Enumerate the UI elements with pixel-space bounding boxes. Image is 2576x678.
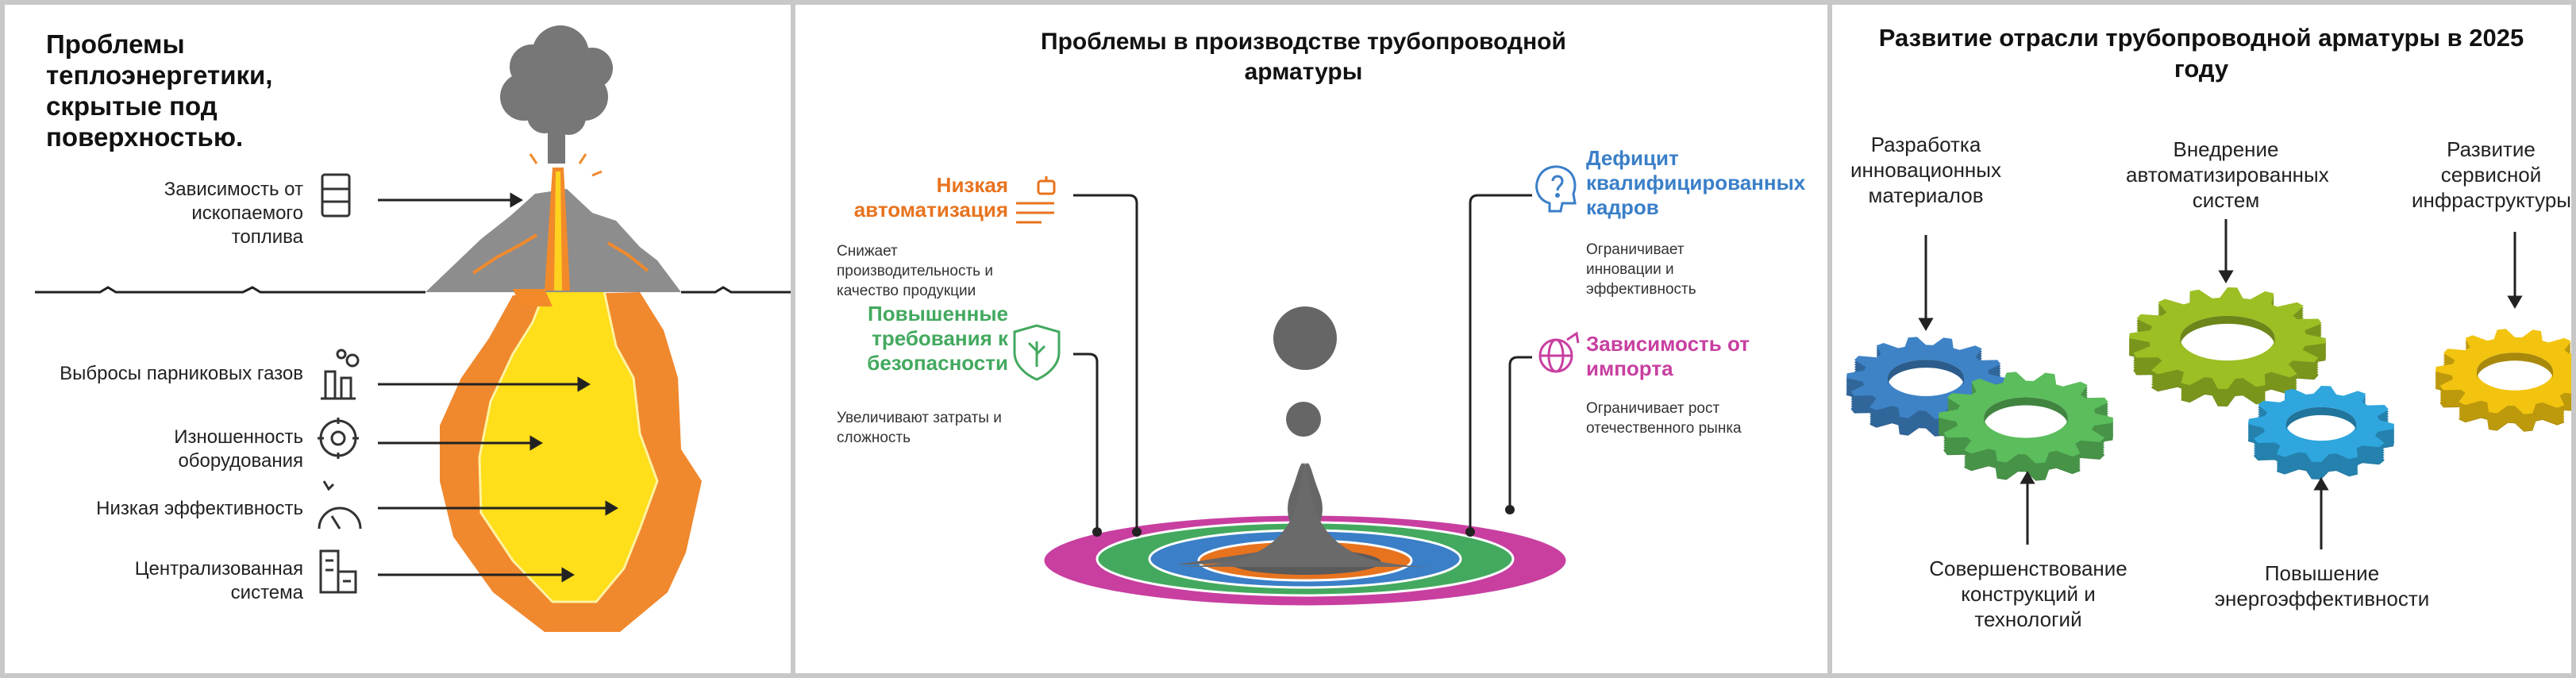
- ripple-illustration: [1013, 165, 1580, 608]
- issue-import-title: Зависимость от импорта: [1586, 332, 1750, 380]
- gear-olive: [2129, 287, 2326, 406]
- issue-safety-desc: Увеличивают затраты и сложность: [837, 410, 1002, 446]
- label-low-efficiency: Низкая эффективность: [96, 498, 303, 519]
- gauge-icon: [318, 480, 362, 530]
- fuel-barrel-icon: [321, 173, 351, 218]
- gear-green: [1939, 372, 2113, 481]
- issue-low-automation-title: Низкая автоматизация: [853, 173, 1008, 222]
- drop-small: [1286, 402, 1321, 437]
- leader-lines: [1073, 194, 1532, 530]
- label-energy-efficiency: Повышение энергоэффективности: [2214, 561, 2430, 611]
- arrows: [1918, 219, 2523, 549]
- smoke-cloud: [500, 25, 613, 164]
- gears-illustration: [1846, 219, 2571, 549]
- panel-industry-development: Развитие отрасли трубопроводной арматуры…: [1832, 5, 2571, 673]
- gear-cyan: [2248, 386, 2394, 480]
- volcano-illustration: [35, 25, 791, 632]
- leader-dots: [1092, 505, 1515, 537]
- drop-large: [1273, 306, 1337, 370]
- issue-staff-desc: Ограничивает инновации и эффективность: [1586, 241, 1696, 298]
- arrows: [378, 192, 618, 583]
- label-equipment-wear: Изношенность оборудования: [174, 426, 303, 472]
- label-automation: Внедрение автоматизированных систем: [2126, 137, 2329, 212]
- gears: [1846, 287, 2571, 481]
- safety-shield-icon: [1013, 324, 1061, 381]
- panel-heat-energy-problems: Проблемы теплоэнергетики, скрытые под по…: [5, 5, 791, 673]
- panel3-title: Развитие отрасли трубопроводной арматуры…: [1878, 24, 2524, 83]
- label-greenhouse: Выбросы парниковых газов: [60, 363, 303, 384]
- issue-staff-title: Дефицит квалифицированных кадров: [1586, 146, 1806, 219]
- robot-list-icon: [1016, 176, 1056, 224]
- gear-yellow: [2435, 329, 2571, 432]
- label-design-tech: Совершенствование конструкций и технолог…: [1929, 557, 2127, 631]
- label-fossil-fuel: Зависимость от ископаемого топлива: [164, 179, 303, 248]
- panel-pipeline-production-problems: Проблемы в производстве трубопроводной а…: [795, 5, 1827, 673]
- sparks: [529, 153, 603, 177]
- globe-import-icon: [1538, 331, 1580, 373]
- issue-low-automation-desc: Снижает производительность и качество пр…: [837, 243, 993, 299]
- head-question-icon: [1535, 165, 1577, 213]
- label-service: Развитие сервисной инфраструктуры: [2412, 137, 2571, 212]
- panel2-title: Проблемы в производстве трубопроводной а…: [1041, 29, 1566, 85]
- magma-inner: [478, 286, 659, 603]
- central-building-icon: [319, 549, 357, 594]
- issue-safety-title: Повышенные требования к безопасности: [867, 302, 1008, 375]
- factory-emissions-icon: [321, 349, 360, 400]
- worn-gear-icon: [318, 418, 359, 459]
- label-centralized: Централизованная система: [134, 558, 303, 603]
- ground-line: [35, 286, 791, 294]
- splash-peak: [1176, 463, 1323, 564]
- issue-import-desc: Ограничивает рост отечественного рынка: [1586, 400, 1742, 437]
- panel1-title: Проблемы теплоэнергетики, скрытые под по…: [46, 29, 273, 152]
- label-innovative-materials: Разработка инновационных материалов: [1850, 133, 2001, 207]
